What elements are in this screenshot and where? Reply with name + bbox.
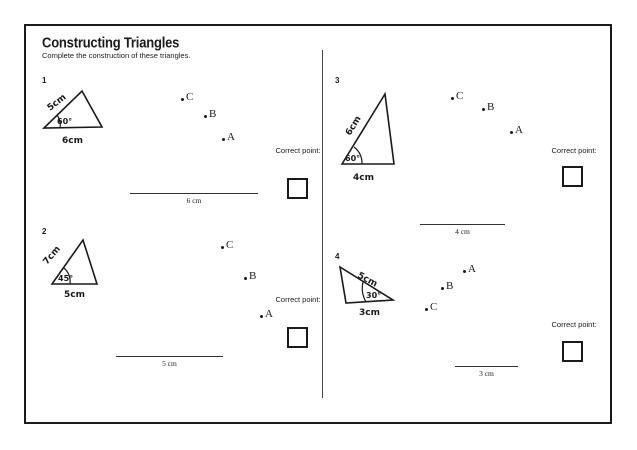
answer-box[interactable] [562,166,583,187]
correct-point-label: Correct point: [275,295,321,304]
question-number: 3 [335,76,340,85]
given-segment [420,224,505,225]
point-a[interactable]: A [222,132,235,143]
base-label: 5cm [64,290,85,300]
answer-box[interactable] [562,341,583,362]
point-b[interactable]: B [441,281,453,292]
segment-length-label: 3 cm [479,369,494,378]
point-a[interactable]: A [260,309,273,320]
correct-point-label: Correct point: [551,146,597,155]
segment-length-label: 6 cm [186,196,202,205]
worksheet-frame [24,24,612,424]
given-segment [455,366,518,367]
segment-length-label: 5 cm [162,359,177,368]
angle-label: 60° [345,154,360,163]
point-c[interactable]: C [425,302,437,313]
correct-point-label: Correct point: [275,146,321,155]
point-c[interactable]: C [181,92,193,103]
angle-label: 60° [57,117,72,126]
point-c[interactable]: C [221,240,233,251]
base-label: 3cm [359,308,380,318]
angle-label: 45° [58,274,73,283]
point-b[interactable]: B [482,102,494,113]
question-number: 4 [335,252,340,261]
question-number: 1 [42,76,47,85]
side-label: 5cm [356,271,379,290]
column-divider [322,50,323,398]
answer-box[interactable] [287,178,308,199]
worksheet-instructions: Complete the construction of these trian… [42,51,191,60]
worksheet-title: Constructing Triangles [42,34,180,51]
given-segment [130,193,258,194]
base-label: 6cm [62,136,83,146]
point-b[interactable]: B [204,109,216,120]
angle-label: 30° [366,291,381,300]
point-a[interactable]: A [463,264,476,275]
answer-box[interactable] [287,327,308,348]
question-number: 2 [42,227,47,236]
point-c[interactable]: C [451,91,463,102]
segment-length-label: 4 cm [455,227,470,236]
point-b[interactable]: B [244,271,256,282]
correct-point-label: Correct point: [551,320,597,329]
given-segment [116,356,223,357]
base-label: 4cm [353,173,374,183]
point-a[interactable]: A [510,125,523,136]
